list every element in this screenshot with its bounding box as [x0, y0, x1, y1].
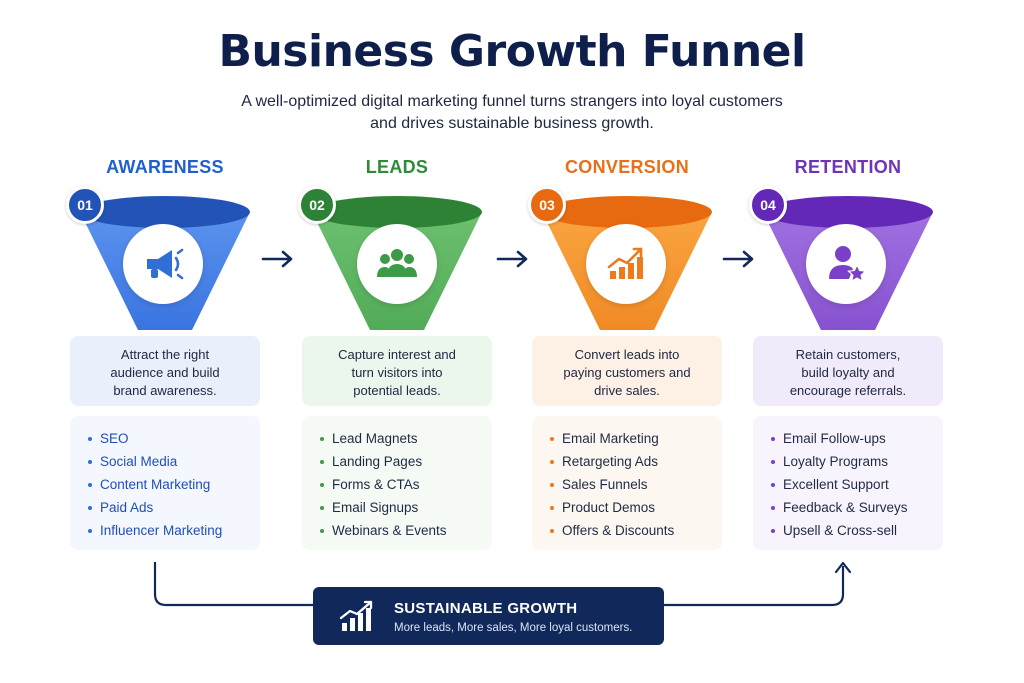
- list-item: Excellent Support: [771, 473, 943, 496]
- list-item: Landing Pages: [320, 450, 492, 473]
- stage-tactics-list: SEO Social Media Content Marketing Paid …: [70, 416, 260, 550]
- desc-line: encourage referrals.: [789, 383, 907, 398]
- stage-description: Capture interest and turn visitors into …: [302, 336, 492, 406]
- list-item: Upsell & Cross-sell: [771, 519, 943, 542]
- stage-number-badge: 04: [749, 186, 787, 224]
- desc-line: paying customers and: [563, 365, 691, 380]
- list-item: Content Marketing: [88, 473, 260, 496]
- desc-line: Retain customers,: [795, 347, 901, 362]
- list-item: Offers & Discounts: [550, 519, 722, 542]
- desc-line: brand awareness.: [113, 383, 217, 398]
- stage-awareness: AWARENESS 01 Attract the right audience …: [66, 0, 260, 683]
- list-item: Feedback & Surveys: [771, 496, 943, 519]
- desc-line: audience and build: [110, 365, 220, 380]
- stage-label: AWARENESS: [106, 157, 224, 177]
- page-title: Business Growth Funnel: [218, 26, 806, 77]
- stage-description: Attract the right audience and build bra…: [70, 336, 260, 406]
- stage-number-badge: 03: [528, 186, 566, 224]
- stage-retention: RETENTION 04 Retain customers, build loy…: [749, 0, 943, 683]
- desc-line: Convert leads into: [574, 347, 680, 362]
- arrow-right-icon: [722, 250, 754, 268]
- list-item: Social Media: [88, 450, 260, 473]
- subtitle-line-2: and drives sustainable business growth.: [370, 115, 654, 132]
- desc-line: build loyalty and: [801, 365, 895, 380]
- desc-line: potential leads.: [353, 383, 441, 398]
- stage-label: CONVERSION: [564, 157, 690, 177]
- list-item: Lead Magnets: [320, 427, 492, 450]
- growth-chart-icon: [586, 224, 666, 304]
- arrow-right-icon: [261, 250, 293, 268]
- stage-label: LEADS: [365, 157, 429, 177]
- desc-line: turn visitors into: [351, 365, 443, 380]
- desc-line: Capture interest and: [338, 347, 456, 362]
- list-item: Email Follow-ups: [771, 427, 943, 450]
- desc-line: drive sales.: [594, 383, 660, 398]
- list-item: Product Demos: [550, 496, 722, 519]
- banner-subtitle: More leads, More sales, More loyal custo…: [394, 622, 633, 634]
- list-item: Email Marketing: [550, 427, 722, 450]
- stage-tactics-list: Lead Magnets Landing Pages Forms & CTAs …: [302, 416, 492, 550]
- stage-conversion: CONVERSION 03 Convert leads into paying …: [528, 0, 722, 683]
- list-item: Influencer Marketing: [88, 519, 260, 542]
- list-item: Paid Ads: [88, 496, 260, 519]
- stage-description: Retain customers, build loyalty and enco…: [753, 336, 943, 406]
- stage-label: RETENTION: [794, 157, 902, 177]
- megaphone-icon: [123, 224, 203, 304]
- user-star-icon: [806, 224, 886, 304]
- page-subtitle: A well-optimized digital marketing funne…: [212, 91, 812, 135]
- growth-bars-icon: [339, 600, 373, 631]
- list-item: Webinars & Events: [320, 519, 492, 542]
- desc-line: Attract the right: [120, 347, 210, 362]
- arrow-right-icon: [496, 250, 528, 268]
- subtitle-line-1: A well-optimized digital marketing funne…: [241, 93, 783, 110]
- stage-tactics-list: Email Follow-ups Loyalty Programs Excell…: [753, 416, 943, 550]
- list-item: Retargeting Ads: [550, 450, 722, 473]
- stage-leads: LEADS 02 Capture interest and turn visit…: [298, 0, 492, 683]
- list-item: Email Signups: [320, 496, 492, 519]
- stage-description: Convert leads into paying customers and …: [532, 336, 722, 406]
- list-item: Sales Funnels: [550, 473, 722, 496]
- people-group-icon: [357, 224, 437, 304]
- list-item: Loyalty Programs: [771, 450, 943, 473]
- stage-tactics-list: Email Marketing Retargeting Ads Sales Fu…: [532, 416, 722, 550]
- list-item: SEO: [88, 427, 260, 450]
- stage-number-badge: 01: [66, 186, 104, 224]
- stage-number-badge: 02: [298, 186, 336, 224]
- banner-title: SUSTAINABLE GROWTH: [394, 600, 578, 617]
- list-item: Forms & CTAs: [320, 473, 492, 496]
- sustainable-growth-banner: SUSTAINABLE GROWTH More leads, More sale…: [313, 587, 664, 645]
